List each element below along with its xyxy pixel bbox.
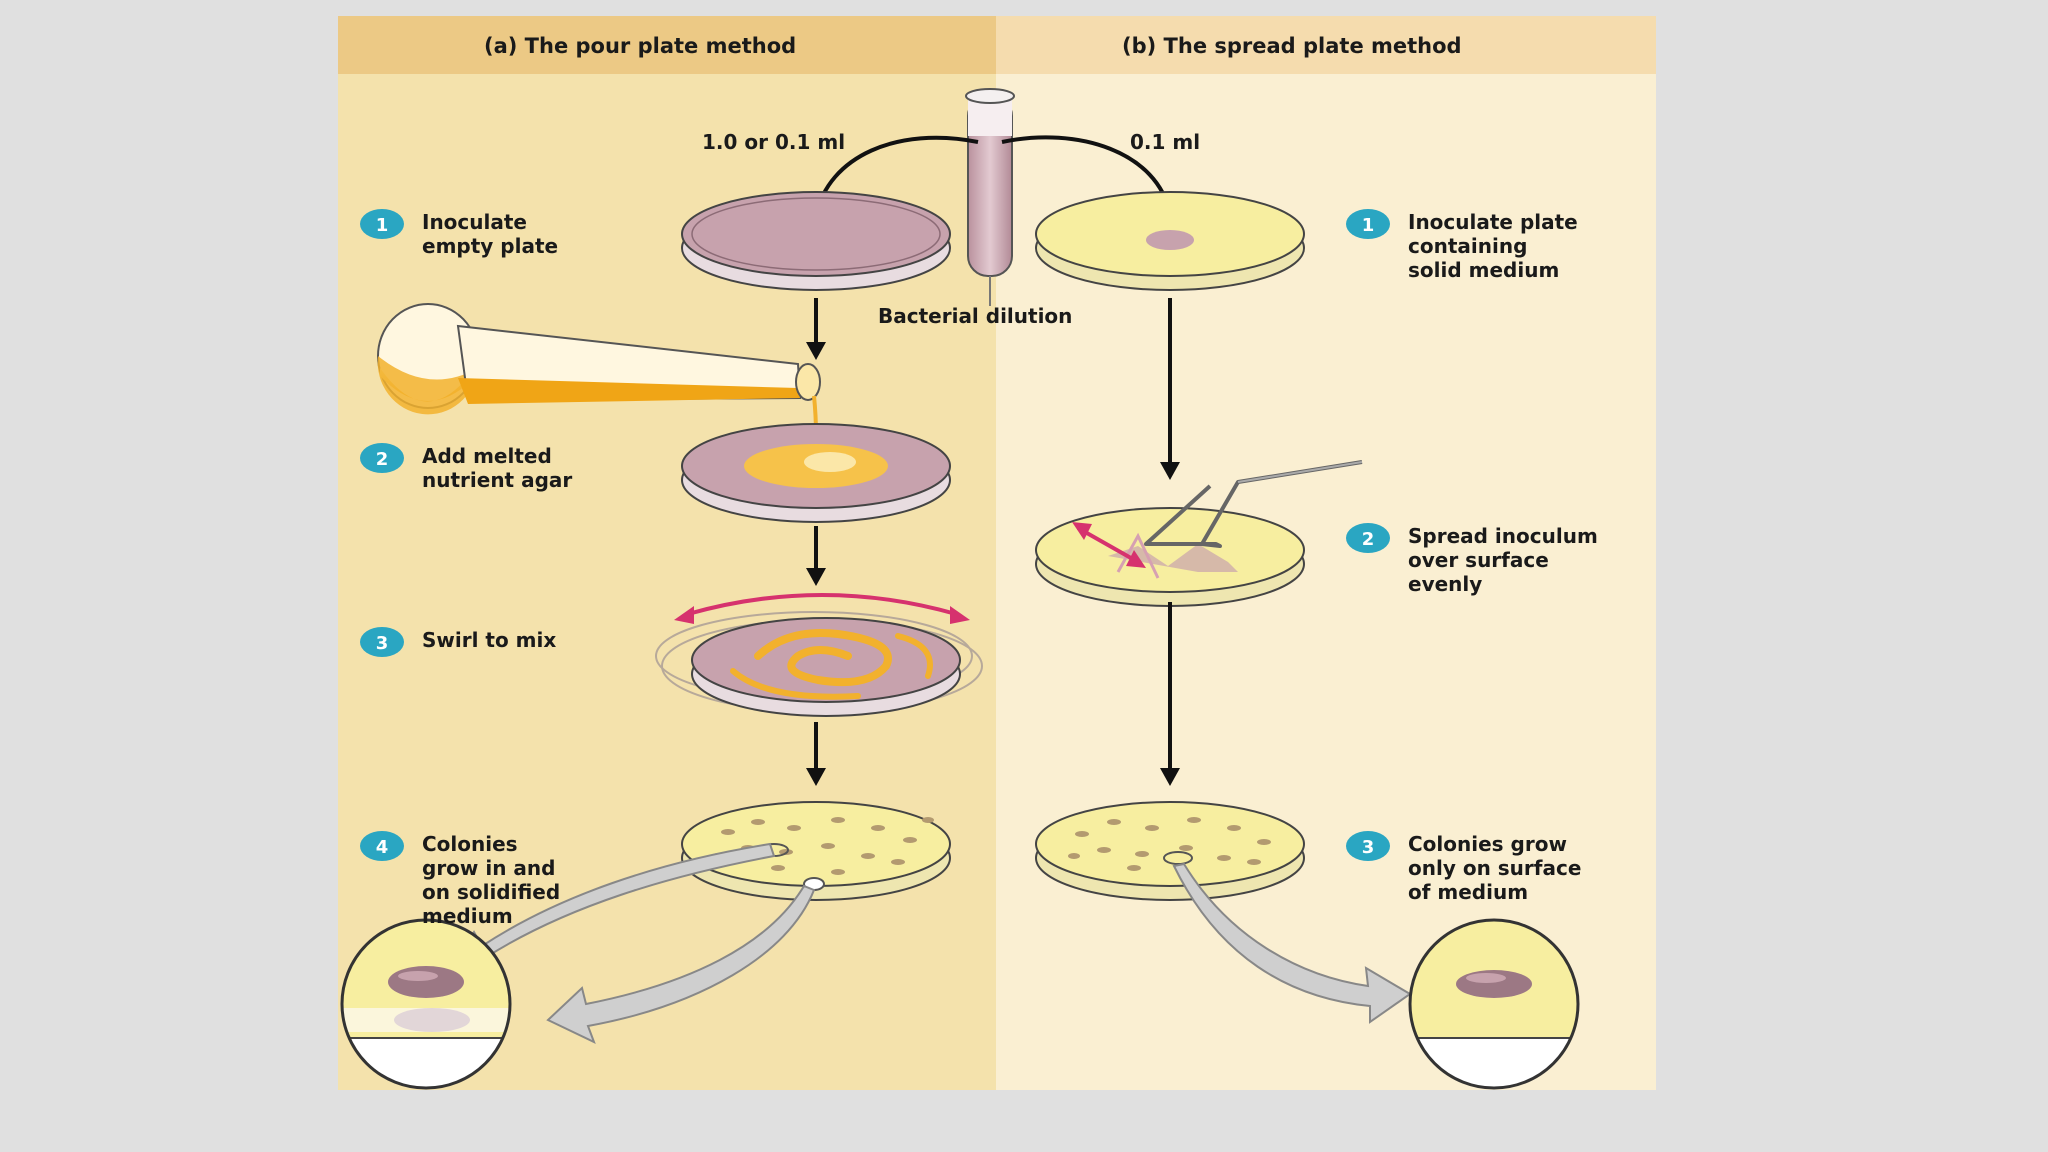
spread-step-3-text: Colonies grow only on surface of medium [1408, 832, 1582, 904]
pour-step-2-badge [360, 443, 404, 473]
pour-header-bar [338, 16, 996, 74]
badge-number: 1 [376, 215, 389, 236]
spread-step-1-badge [1346, 209, 1390, 239]
spread-zoom-circle [1410, 920, 1578, 1088]
pour-step-2-text: Add melted nutrient agar [422, 444, 573, 492]
badge-number: 1 [1362, 215, 1375, 236]
pour-quantity: 1.0 or 0.1 ml [702, 130, 846, 154]
pour-step-4-badge [360, 831, 404, 861]
tube-label: Bacterial dilution [878, 304, 1073, 328]
spread-step-2-text: Spread inoculum over surface evenly [1408, 524, 1598, 596]
agar-flask [377, 303, 821, 435]
swirl-arrow [687, 593, 957, 616]
zoom-arrow-spread [1172, 862, 1412, 1024]
dilution-tube [965, 88, 1015, 306]
spread-step-1-text: Inoculate plate containing solid medium [1408, 210, 1578, 282]
spread-quantity: 0.1 ml [1130, 130, 1201, 154]
spread-plate-3 [1035, 801, 1305, 901]
figure-panel: 1 2 3 4 1 2 3 (a) The pour plate method … [338, 16, 1656, 1090]
spread-step-2-badge [1346, 523, 1390, 553]
zoom-arrow-embedded [546, 884, 816, 1044]
badge-number: 3 [1362, 837, 1375, 858]
pour-step-1-text: Inoculate empty plate [422, 210, 559, 258]
pour-step-3-text: Swirl to mix [422, 628, 557, 652]
step-badges [360, 209, 1390, 861]
badge-number: 2 [376, 449, 389, 470]
pour-plate-2 [681, 423, 951, 523]
spread-plate-1 [1035, 191, 1305, 291]
badge-number: 4 [376, 837, 389, 858]
badge-number: 2 [1362, 529, 1375, 550]
spread-direction-arrow [1077, 526, 1139, 564]
pour-plate-1 [681, 191, 951, 291]
pour-header: (a) The pour plate method [484, 34, 797, 58]
pour-column-background [338, 16, 996, 1090]
pour-step-1-badge [360, 209, 404, 239]
pour-plate-4 [681, 801, 951, 901]
pour-step-4-text: Colonies grow in and on solidified mediu… [422, 832, 561, 928]
figure-drawing: 1 2 3 4 1 2 3 [338, 16, 1656, 1090]
pour-plate-3 [655, 611, 983, 717]
spread-header: (b) The spread plate method [1122, 34, 1462, 58]
spread-step-3-badge [1346, 831, 1390, 861]
badge-number: 3 [376, 633, 389, 654]
pour-step-3-badge [360, 627, 404, 657]
spread-header-bar [996, 16, 1656, 74]
